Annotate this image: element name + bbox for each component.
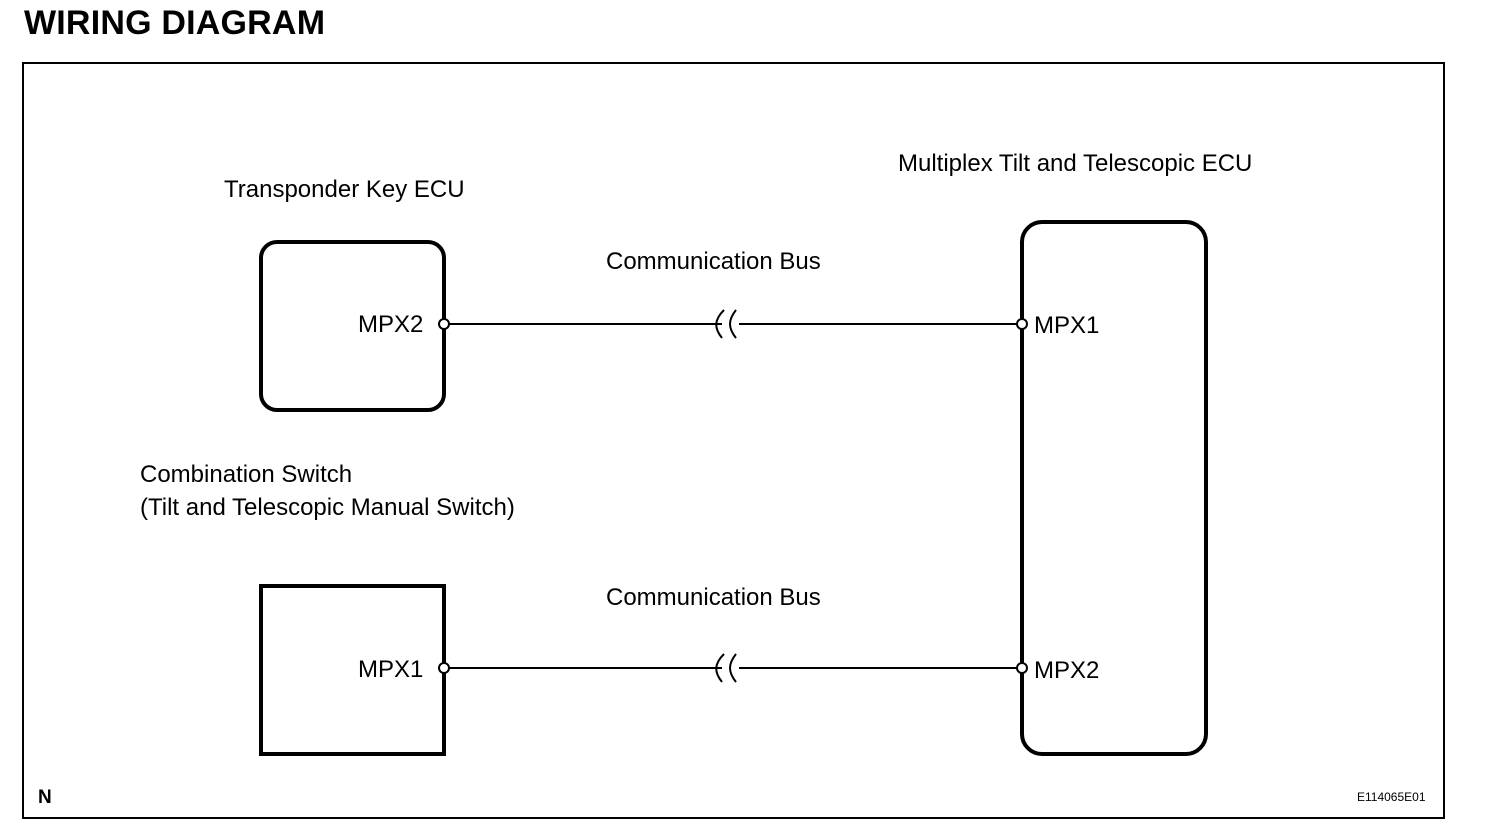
ecu-mpx1-terminal: [1016, 318, 1028, 330]
multiplex-ecu-box: [1020, 220, 1208, 756]
ecu-mpx2-terminal: [1016, 662, 1028, 674]
transponder-key-ecu-label: Transponder Key ECU: [224, 176, 465, 203]
combination-switch-label-line1: Combination Switch: [140, 461, 353, 488]
transponder-terminal-label: MPX2: [358, 311, 424, 338]
combination-mpx1-terminal: [438, 662, 450, 674]
combination-switch-label-line2: (Tilt and Telescopic Manual Switch): [140, 494, 515, 521]
combination-terminal-label: MPX1: [358, 656, 424, 683]
diagram-frame: [22, 62, 1445, 819]
lower-wire-break-symbol: [715, 653, 737, 683]
ecu-terminal-top-label: MPX1: [1034, 312, 1100, 339]
page-title: WIRING DIAGRAM: [24, 4, 326, 42]
footer-left-mark: N: [38, 787, 52, 808]
ecu-terminal-bottom-label: MPX2: [1034, 657, 1100, 684]
transponder-mpx2-terminal: [438, 318, 450, 330]
lower-bus-label: Communication Bus: [606, 584, 821, 611]
figure-code: E114065E01: [1357, 790, 1426, 804]
multiplex-ecu-label: Multiplex Tilt and Telescopic ECU: [898, 150, 1253, 177]
upper-wire-break-symbol: [715, 309, 737, 339]
upper-bus-label: Communication Bus: [606, 248, 821, 275]
